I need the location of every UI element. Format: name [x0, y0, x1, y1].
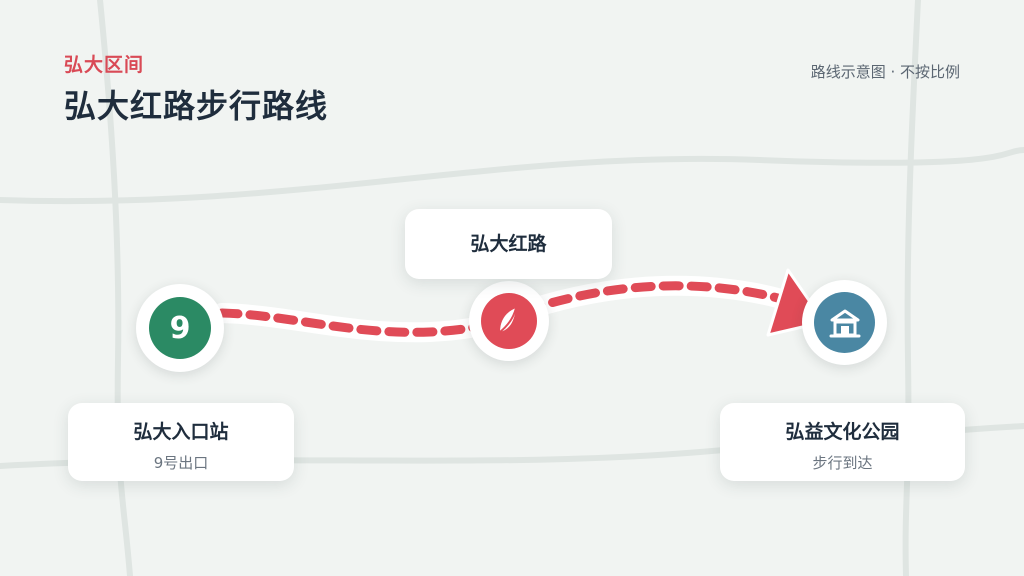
waypoint-label-card: 弘大红路: [405, 209, 612, 279]
destination-note: 步行到达: [812, 454, 873, 472]
street-line: [97, 0, 133, 576]
page-title: 弘大红路步行路线: [64, 87, 329, 125]
street-line: [902, 0, 921, 576]
start-label-card: 弘大入口站 9号出口: [68, 403, 294, 481]
section-kicker: 弘大区间: [64, 54, 145, 76]
destination-name: 弘益文化公园: [785, 421, 900, 443]
header: 弘大区间 弘大红路步行路线: [64, 50, 328, 127]
subway-line-badge: 9: [149, 297, 211, 359]
destination-badge: [814, 292, 875, 353]
start-station-exit: 9号出口: [153, 454, 209, 472]
destination-marker[interactable]: [802, 280, 887, 365]
scale-note: 路线示意图 · 不按比例: [810, 63, 960, 81]
line-number: 9: [169, 310, 191, 346]
waypoint-badge: [481, 293, 537, 349]
street-line: [0, 147, 1024, 205]
waypoint-marker[interactable]: [469, 281, 549, 361]
start-station-name: 弘大入口站: [133, 421, 229, 443]
start-station-marker[interactable]: 9: [136, 284, 224, 372]
leaf-icon: [499, 307, 517, 333]
waypoint-name: 弘大红路: [470, 233, 547, 255]
destination-label-card: 弘益文化公园 步行到达: [720, 403, 965, 481]
park-gate-icon: [829, 309, 860, 337]
